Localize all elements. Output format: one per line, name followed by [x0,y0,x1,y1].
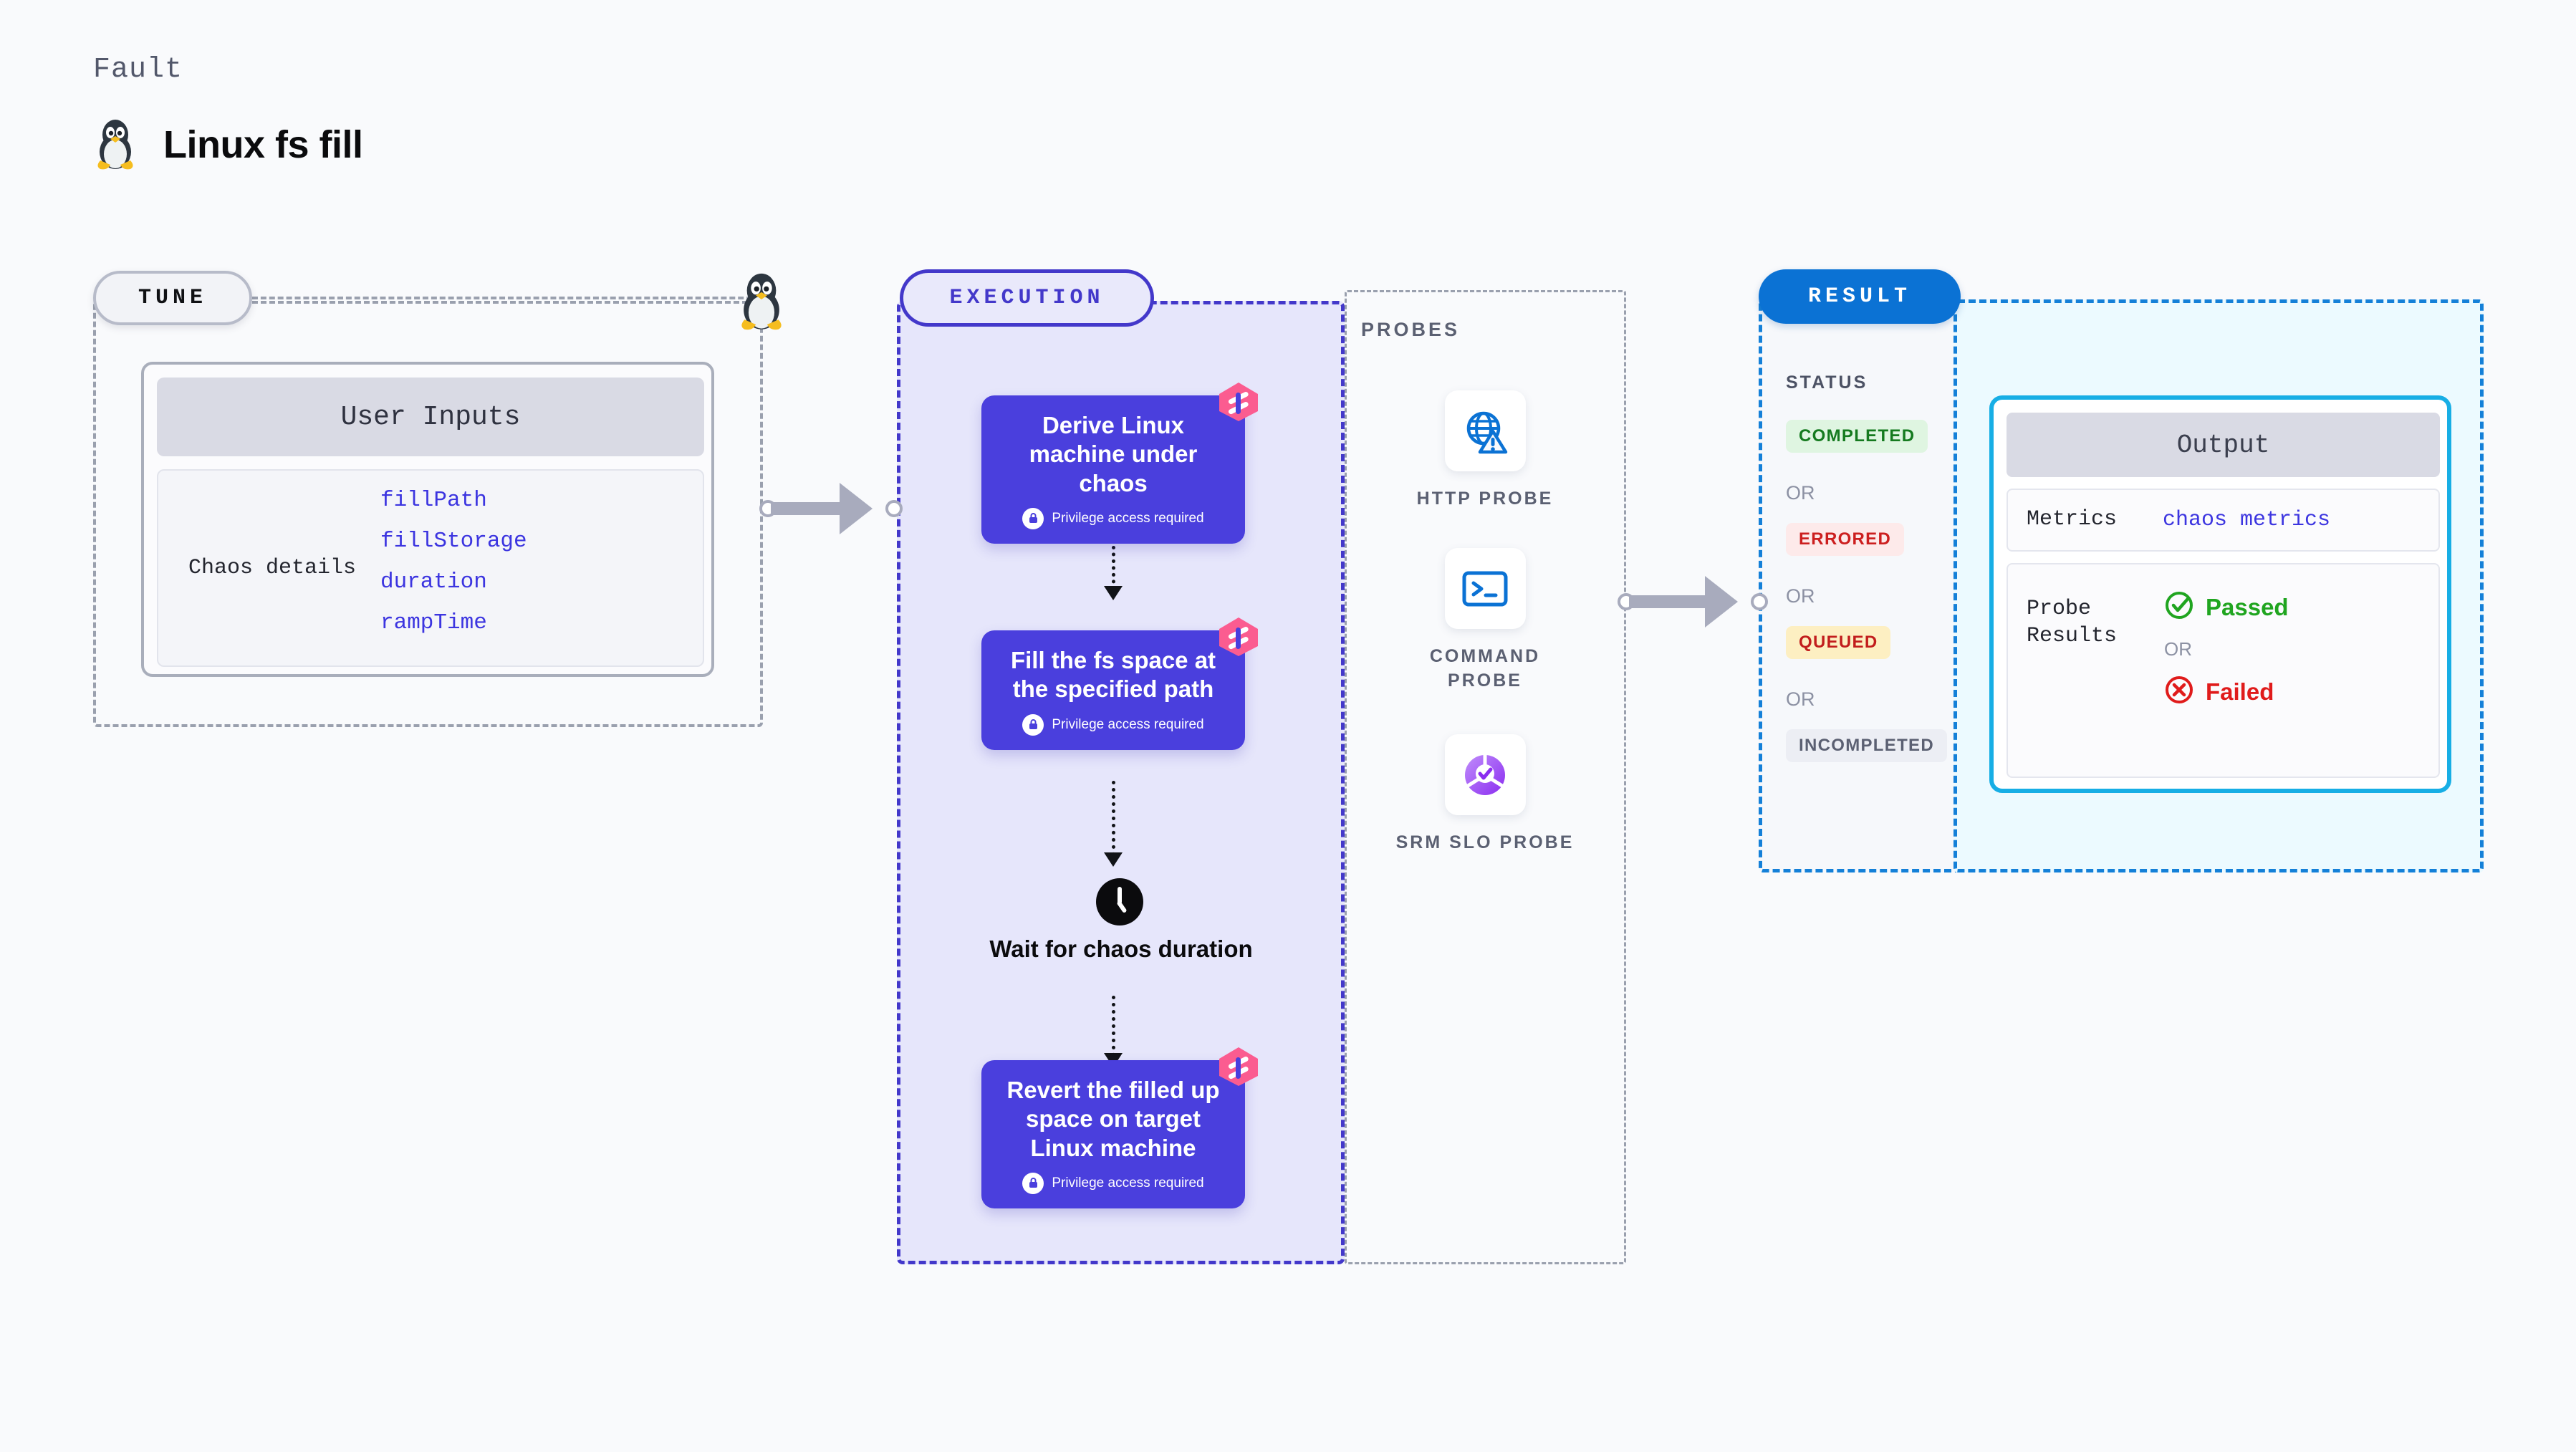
failed-label: Failed [2206,678,2274,705]
harness-ribbon-icon [1216,1044,1261,1089]
globe-warning-icon [1444,390,1526,471]
privilege-badge: Privilege access required [1000,1172,1226,1194]
x-circle-icon [2164,675,2194,708]
passed-label: Passed [2206,593,2289,620]
probe-command[interactable]: COMMAND PROBE [1395,548,1575,693]
flow-arrow-1 [1112,519,1115,590]
slo-donut-check-icon [1444,734,1526,815]
lock-icon [1022,507,1044,529]
status-badge-errored: ERRORED [1786,523,1905,556]
flow-arrow-3 [1112,996,1115,1057]
probe-result-passed: Passed [2164,590,2289,624]
flow-arrow-2 [1112,781,1115,856]
privilege-text: Privilege access required [1052,716,1204,732]
privilege-text: Privilege access required [1052,1175,1204,1191]
harness-ribbon-icon [1216,615,1261,659]
probe-results-key: Probe Results [2027,597,2118,648]
probe-http[interactable]: HTTP PROBE [1395,390,1575,511]
param-ramptime[interactable]: rampTime [380,610,487,635]
probe-label: COMMAND PROBE [1429,646,1541,691]
flow-arrow-2-head [1104,852,1123,867]
connector-end-dot [885,500,903,517]
lock-icon [1022,1172,1044,1194]
status-badge-incompleted: INCOMPLETED [1786,729,1947,762]
lock-icon [1022,713,1044,736]
terminal-icon [1444,548,1526,629]
result-pill[interactable]: RESULT [1759,269,1961,324]
chaos-params-list: fillPath fillStorage duration rampTime [380,488,527,635]
metrics-row: Metrics chaos metrics [2007,489,2440,552]
execution-step-title: Revert the filled up space on target Lin… [1006,1077,1220,1161]
status-heading: STATUS [1786,372,1868,393]
execution-step-title: Derive Linux machine under chaos [1029,412,1198,496]
connector-line [1629,595,1726,608]
status-badge-queued: QUEUED [1786,626,1891,659]
param-fillpath[interactable]: fillPath [380,488,487,513]
status-or-2: OR [1786,585,1815,607]
linux-penguin-icon [93,115,138,174]
execution-step-card[interactable]: Revert the filled up space on target Lin… [981,1047,1258,1208]
probe-result-or: OR [2164,638,2192,660]
privilege-badge: Privilege access required [1000,713,1226,736]
connector-arrowhead [840,483,873,534]
probes-heading: PROBES [1361,319,1461,340]
probe-label: SRM SLO PROBE [1395,832,1575,852]
connector-tune-to-execution [759,480,903,537]
tune-top-dashed-line [252,297,761,299]
status-or-1: OR [1786,482,1815,504]
flow-arrow-1-head [1104,586,1123,600]
probe-srm-slo[interactable]: SRM SLO PROBE [1395,734,1575,855]
check-circle-icon [2164,590,2194,624]
status-or-3: OR [1786,688,1815,710]
execution-pill[interactable]: EXECUTION [900,269,1154,327]
chaos-details-label: Chaos details [188,556,357,580]
probe-result-failed: Failed [2164,675,2289,708]
user-inputs-header: User Inputs [157,378,704,456]
execution-step-card[interactable]: Fill the fs space at the specified path … [981,617,1258,750]
connector-arrowhead [1705,576,1738,628]
wait-step-label: Wait for chaos duration [989,936,1253,962]
metrics-value[interactable]: chaos metrics [2163,508,2331,532]
privilege-badge: Privilege access required [1000,507,1226,529]
connector-probes-to-result [1618,573,1768,630]
probe-results-row: Probe Results Passed OR [2007,563,2440,778]
metrics-key: Metrics [2027,507,2118,532]
page-eyebrow: Fault [93,54,183,86]
output-header: Output [2007,413,2440,477]
linux-penguin-icon [736,266,787,332]
harness-ribbon-icon [1216,380,1261,424]
page-title: Linux fs fill [163,122,363,166]
user-inputs-card: User Inputs Chaos details fillPath fillS… [141,362,714,677]
tune-pill[interactable]: TUNE [93,271,252,325]
output-card: Output Metrics chaos metrics Probe Resul… [1989,395,2451,793]
clock-icon [1095,877,1145,927]
execution-step-title: Fill the fs space at the specified path [1010,647,1216,703]
param-duration[interactable]: duration [380,569,487,595]
param-fillstorage[interactable]: fillStorage [380,529,527,554]
probe-label: HTTP PROBE [1416,489,1554,509]
chaos-details-section: Chaos details fillPath fillStorage durat… [157,469,704,667]
connector-line [771,502,861,515]
privilege-text: Privilege access required [1052,510,1204,526]
connector-end-dot [1751,593,1768,610]
execution-step-card[interactable]: Derive Linux machine under chaos Privile… [981,383,1258,544]
status-badge-completed: COMPLETED [1786,420,1928,453]
page-title-row: Linux fs fill [93,115,363,174]
